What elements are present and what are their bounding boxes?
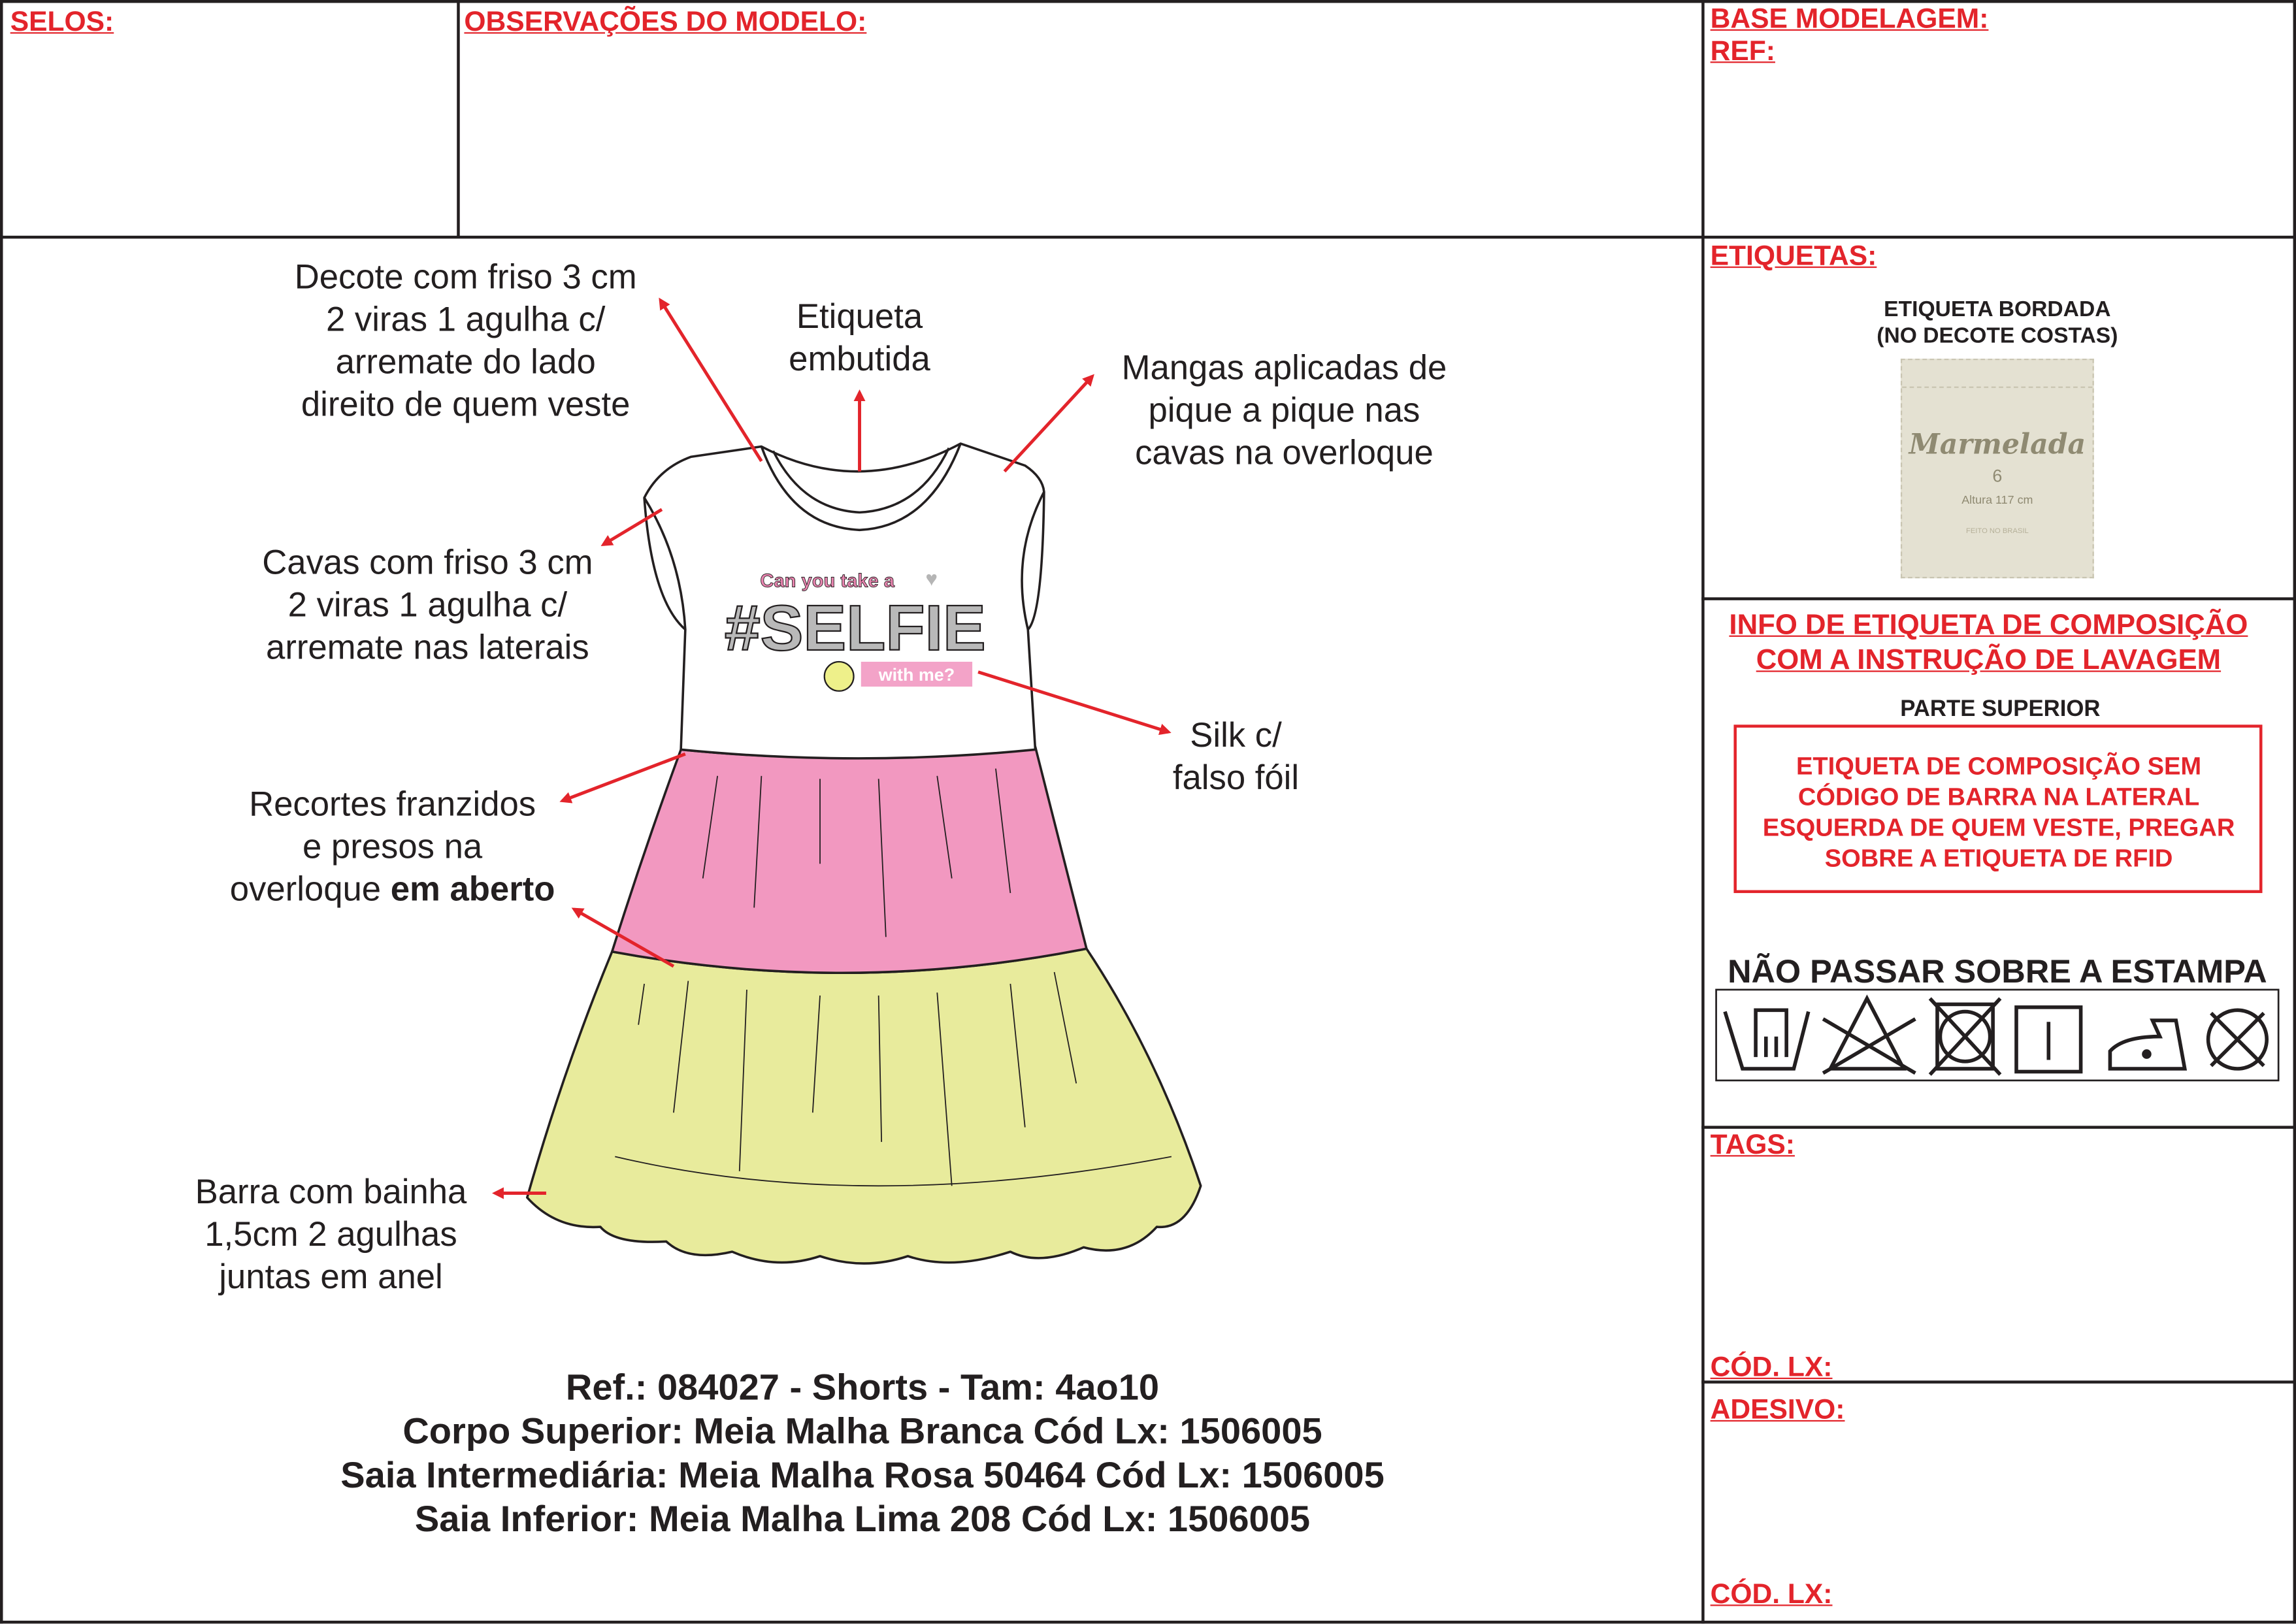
divider-right-column <box>1701 0 1705 1624</box>
cod-lx-label-adesivo: CÓD. LX: <box>1710 1580 1833 1611</box>
parte-superior: PARTE SUPERIOR <box>1900 696 2101 722</box>
arrow-silk <box>977 670 1172 736</box>
label-size: 6 <box>1992 465 2003 487</box>
spec-saia-inferior: Saia Inferior: Meia Malha Lima 208 Cód L… <box>414 1499 1311 1540</box>
selos-label: SELOS: <box>10 7 114 39</box>
print-line3: with me? <box>878 665 955 685</box>
composicao-line: SOBRE A ETIQUETA DE RFID <box>1824 845 2173 873</box>
annotation-line: direito de quem veste <box>301 385 631 423</box>
do-not-bleach-icon <box>1822 994 1916 1075</box>
tags-label: TAGS: <box>1710 1130 1795 1161</box>
do-not-dry-clean-icon <box>2206 1008 2269 1071</box>
annotation-line: pique a pique nas <box>1148 391 1420 429</box>
annotation-line: arremate do lado <box>335 342 596 381</box>
annotation-line: Cavas com friso 3 cm <box>262 543 593 581</box>
composicao-line: ESQUERDA DE QUEM VESTE, PREGAR <box>1762 814 2235 842</box>
divider-etiquetas <box>1701 597 2296 600</box>
adesivo-label: ADESIVO: <box>1710 1395 1845 1426</box>
smiley-icon <box>823 660 855 692</box>
annotation-decote: Decote com friso 3 cm 2 viras 1 agulha c… <box>295 256 637 426</box>
annotation-silk: Silk c/ falso fóil <box>1173 715 1299 800</box>
frame-bottom <box>0 1620 2296 1624</box>
annotation-barra: Barra com bainha 1,5cm 2 agulhas juntas … <box>195 1171 467 1299</box>
base-modelagem-label: BASE MODELAGEM: <box>1710 4 1989 35</box>
composicao-line: CÓDIGO DE BARRA NA LATERAL <box>1797 783 2200 811</box>
info-heading-line: COM A INSTRUÇÃO DE LAVAGEM <box>1756 644 2222 677</box>
frame-left <box>0 0 3 1624</box>
arrow-decote <box>659 297 763 463</box>
divider-selos <box>457 0 460 238</box>
bordada-line: (NO DECOTE COSTAS) <box>1877 323 2118 349</box>
line-dry-icon <box>2014 1005 2083 1074</box>
annotation-line: falso fóil <box>1172 758 1300 797</box>
annotation-line: Silk c/ <box>1190 715 1282 755</box>
neckline <box>760 443 962 532</box>
label-height: Altura 117 cm <box>1961 493 2033 507</box>
annotation-line: Etiqueta <box>796 297 923 336</box>
annotation-bold-text: em aberto <box>390 869 555 908</box>
annotation-line: 2 viras 1 agulha c/ <box>287 585 568 624</box>
spec-block: Ref.: 084027 - Shorts - Tam: 4ao10 Corpo… <box>340 1366 1385 1542</box>
heart-icon: ♥ <box>925 567 938 590</box>
cod-lx-label-tags: CÓD. LX: <box>1710 1352 1833 1384</box>
arrow-cavas <box>600 508 663 546</box>
arrow-mangas <box>1003 374 1094 473</box>
observacoes-label: OBSERVAÇÕES DO MODELO: <box>464 7 867 39</box>
annotation-line: arremate nas laterais <box>266 628 589 666</box>
bordada-line: ETIQUETA BORDADA <box>1884 297 2111 323</box>
annotation-line: 2 viras 1 agulha c/ <box>325 300 606 338</box>
hand-wash-icon <box>1723 1008 1811 1071</box>
composicao-text: ETIQUETA DE COMPOSIÇÃO SEM CÓDIGO DE BAR… <box>1763 751 2235 874</box>
nao-passar: NÃO PASSAR SOBRE A ESTAMPA <box>1728 952 2267 990</box>
do-not-tumble-dry-icon <box>1928 997 2002 1076</box>
label-brand: Marmelada <box>1909 429 2086 461</box>
divider-tags <box>1701 1126 2296 1129</box>
spec-saia-intermediaria: Saia Intermediária: Meia Malha Rosa 5046… <box>340 1455 1385 1497</box>
annotation-text: overloque <box>229 869 391 908</box>
iron-low-icon <box>2108 1018 2188 1071</box>
print-badge <box>861 661 973 687</box>
annotation-mangas: Mangas aplicadas de pique a pique nas ca… <box>1122 347 1447 474</box>
divider-top-row <box>0 235 2296 239</box>
lower-skirt <box>526 947 1202 1265</box>
ref-label: REF: <box>1710 37 1775 68</box>
annotation-line: 1,5cm 2 agulhas <box>205 1215 457 1254</box>
arrow-overloque <box>571 907 675 968</box>
composicao-line: ETIQUETA DE COMPOSIÇÃO SEM <box>1796 752 2202 781</box>
frame-right <box>2293 0 2296 1624</box>
annotation-line: Recortes franzidos <box>249 785 536 823</box>
composicao-box <box>1733 724 2263 894</box>
woven-label-image: Marmelada 6 Altura 117 cm FEITO NO BRASI… <box>1900 359 2094 579</box>
annotation-line: e presos na <box>302 827 483 866</box>
divider-adesivo <box>1701 1380 2296 1384</box>
annotation-line: cavas na overloque <box>1135 433 1434 472</box>
annotation-line: Barra com bainha <box>195 1173 467 1211</box>
annotation-line: overloque em aberto <box>230 868 555 911</box>
frame-top <box>0 0 2296 3</box>
print-line2: #SELFIE <box>725 592 986 664</box>
label-made: FEITO NO BRASIL <box>1965 527 2029 536</box>
spec-corpo: Corpo Superior: Meia Malha Branca Cód Lx… <box>402 1411 1322 1453</box>
info-heading: INFO DE ETIQUETA DE COMPOSIÇÃO COM A INS… <box>1729 608 2248 678</box>
bordada-title: ETIQUETA BORDADA (NO DECOTE COSTAS) <box>1877 297 2118 350</box>
info-heading-line: INFO DE ETIQUETA DE COMPOSIÇÃO <box>1729 609 2248 641</box>
arrow-recortes <box>559 752 686 804</box>
annotation-line: Mangas aplicadas de <box>1121 348 1447 387</box>
print-line1: Can you take a <box>760 571 894 592</box>
annotation-etiqueta: Etiqueta embutida <box>789 296 930 381</box>
annotation-line: Decote com friso 3 cm <box>294 257 637 296</box>
annotation-line: embutida <box>789 339 930 378</box>
annotation-cavas: Cavas com friso 3 cm 2 viras 1 agulha c/… <box>262 542 593 669</box>
annotation-recortes: Recortes franzidos e presos na overloque… <box>230 783 555 911</box>
etiquetas-label: ETIQUETAS: <box>1710 241 1877 272</box>
annotation-line: juntas em anel <box>219 1258 443 1296</box>
spec-ref: Ref.: 084027 - Shorts - Tam: 4ao10 <box>565 1367 1160 1408</box>
